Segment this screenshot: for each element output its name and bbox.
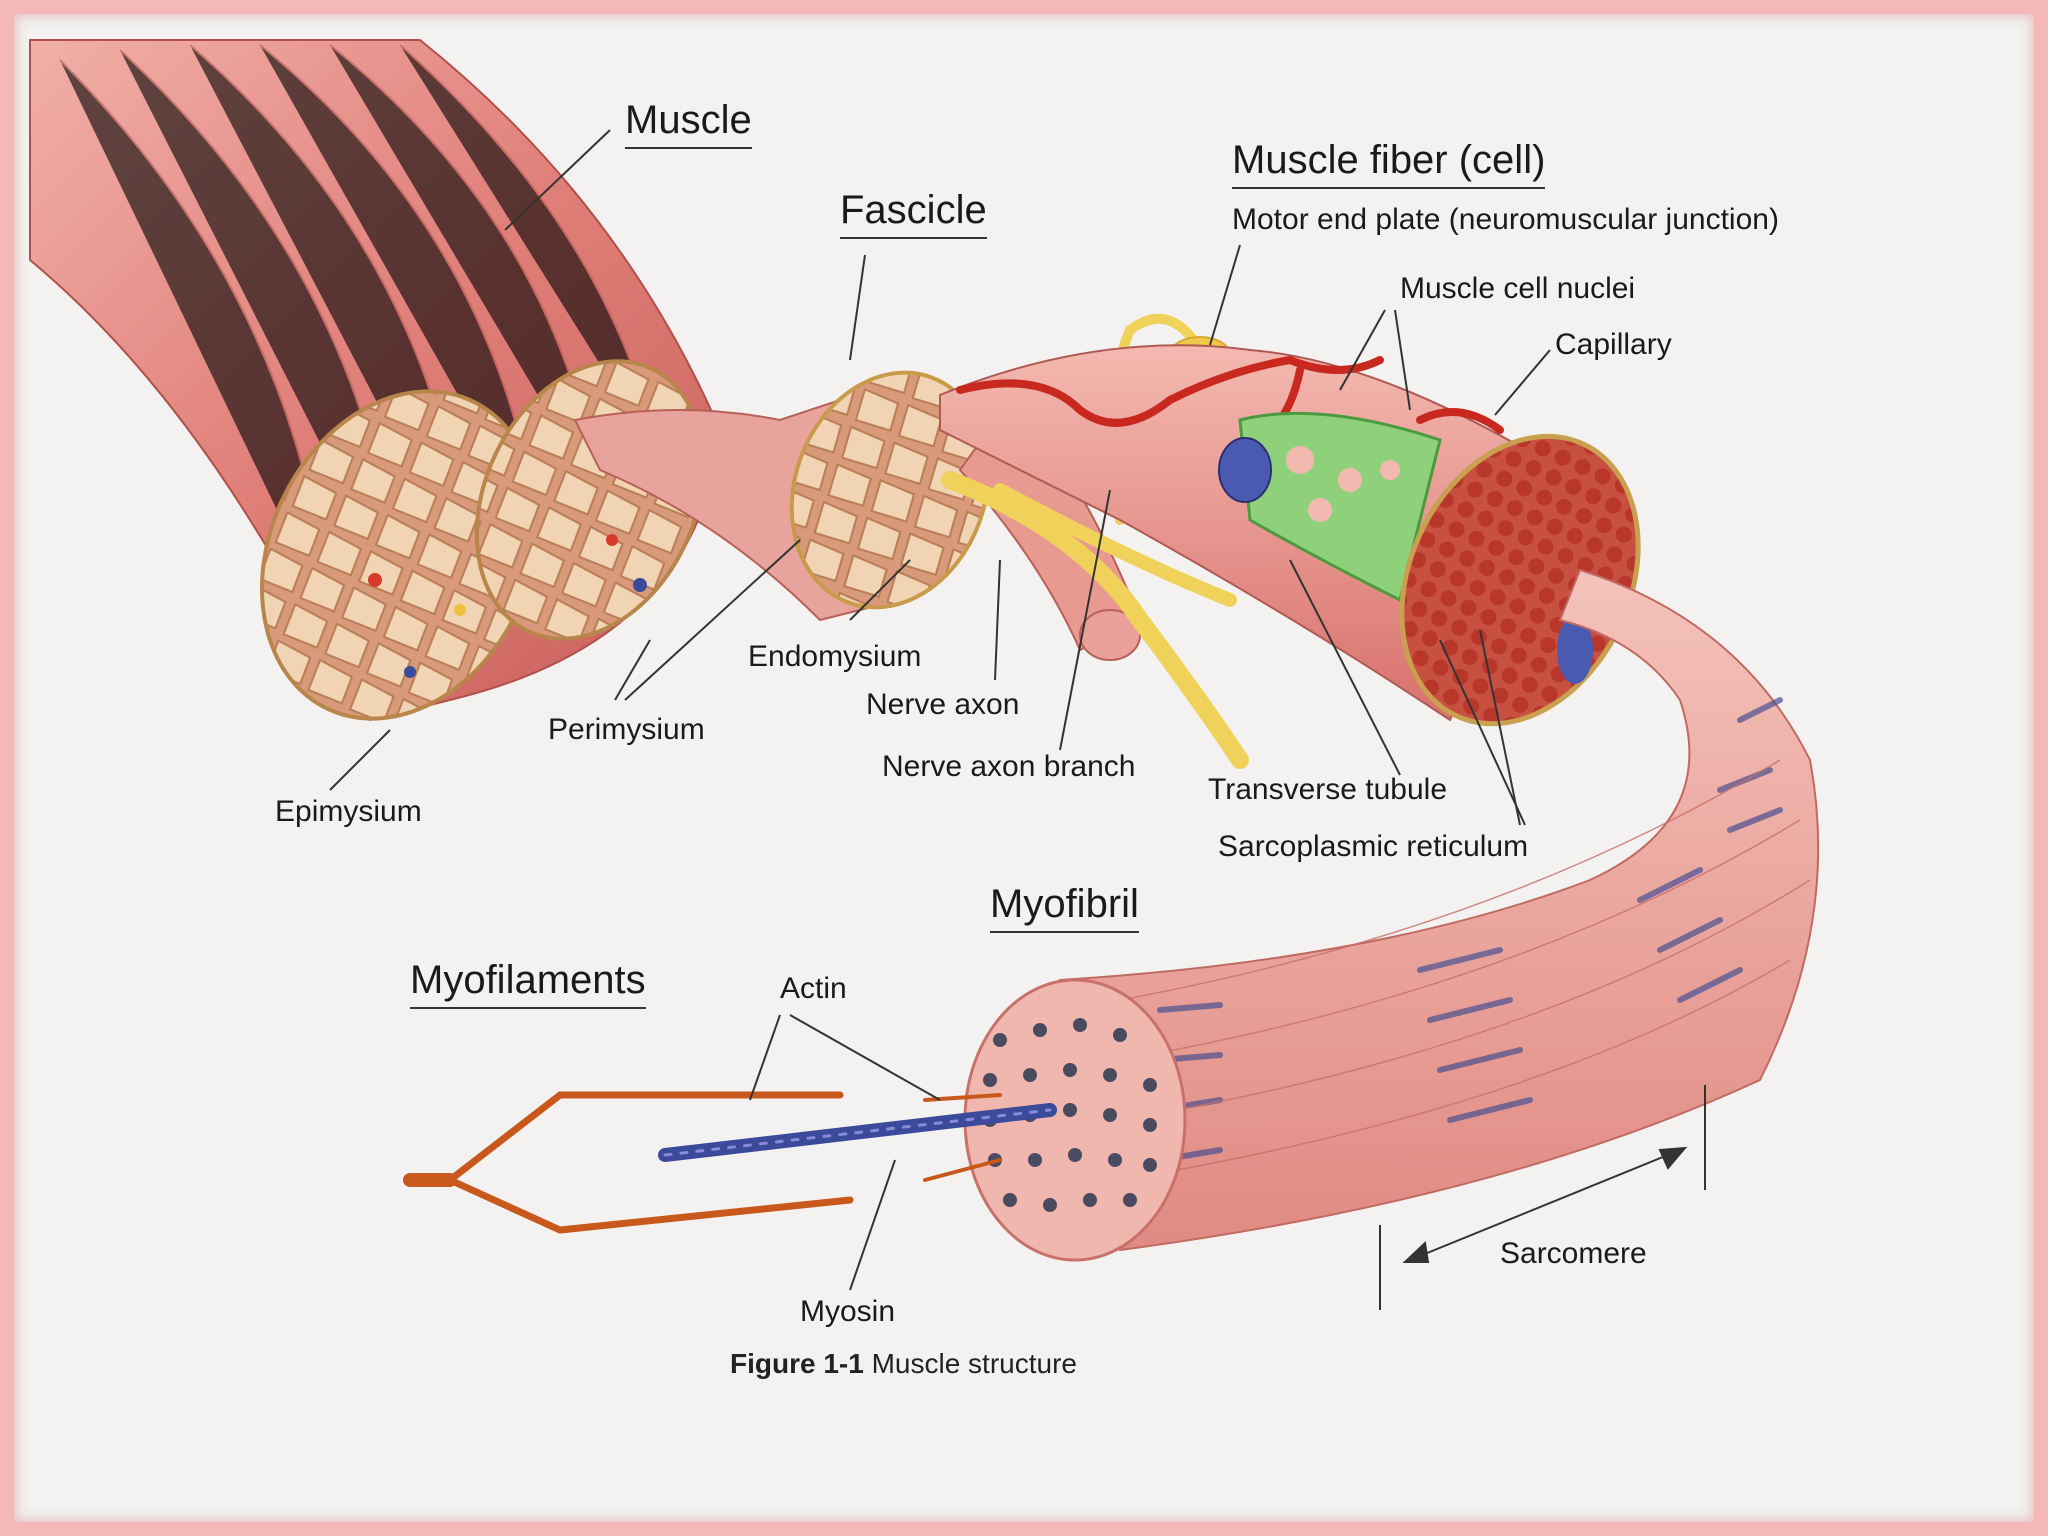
figure-caption: Figure 1-1 Muscle structure: [730, 1348, 1077, 1380]
label-actin: Actin: [780, 972, 847, 1005]
label-sarcoplasmic-reticulum: Sarcoplasmic reticulum: [1218, 830, 1529, 863]
label-myofilaments: Myofilaments: [410, 958, 646, 1009]
label-endomysium: Endomysium: [748, 640, 922, 673]
figure-caption-text: Muscle structure: [863, 1348, 1077, 1379]
label-sarcomere: Sarcomere: [1500, 1237, 1647, 1270]
label-muscle-cell-nuclei: Muscle cell nuclei: [1400, 272, 1636, 305]
muscle-illustration: [29, 39, 722, 722]
sarcomere-marker: [1379, 1085, 1706, 1310]
label-nerve-axon-branch: Nerve axon branch: [882, 750, 1136, 783]
label-fascicle: Fascicle: [840, 188, 987, 239]
label-myofibril: Myofibril: [990, 882, 1139, 933]
figure-caption-number: Figure 1-1: [730, 1348, 864, 1379]
label-motor-end-plate: Motor end plate (neuromuscular junction): [1232, 203, 1779, 236]
label-muscle-fiber: Muscle fiber (cell): [1232, 138, 1546, 189]
label-transverse-tubule: Transverse tubule: [1208, 773, 1448, 806]
myofibril-illustration: [963, 568, 1820, 1262]
label-capillary: Capillary: [1555, 328, 1672, 361]
myofilaments-illustration: [403, 1091, 1057, 1234]
label-epimysium: Epimysium: [275, 795, 422, 828]
label-perimysium: Perimysium: [548, 713, 705, 746]
label-muscle: Muscle: [625, 98, 752, 149]
label-nerve-axon: Nerve axon: [866, 688, 1020, 721]
label-myosin: Myosin: [800, 1295, 896, 1328]
muscle-fiber-illustration: [939, 344, 1641, 727]
leader-lines: [329, 129, 1551, 1291]
